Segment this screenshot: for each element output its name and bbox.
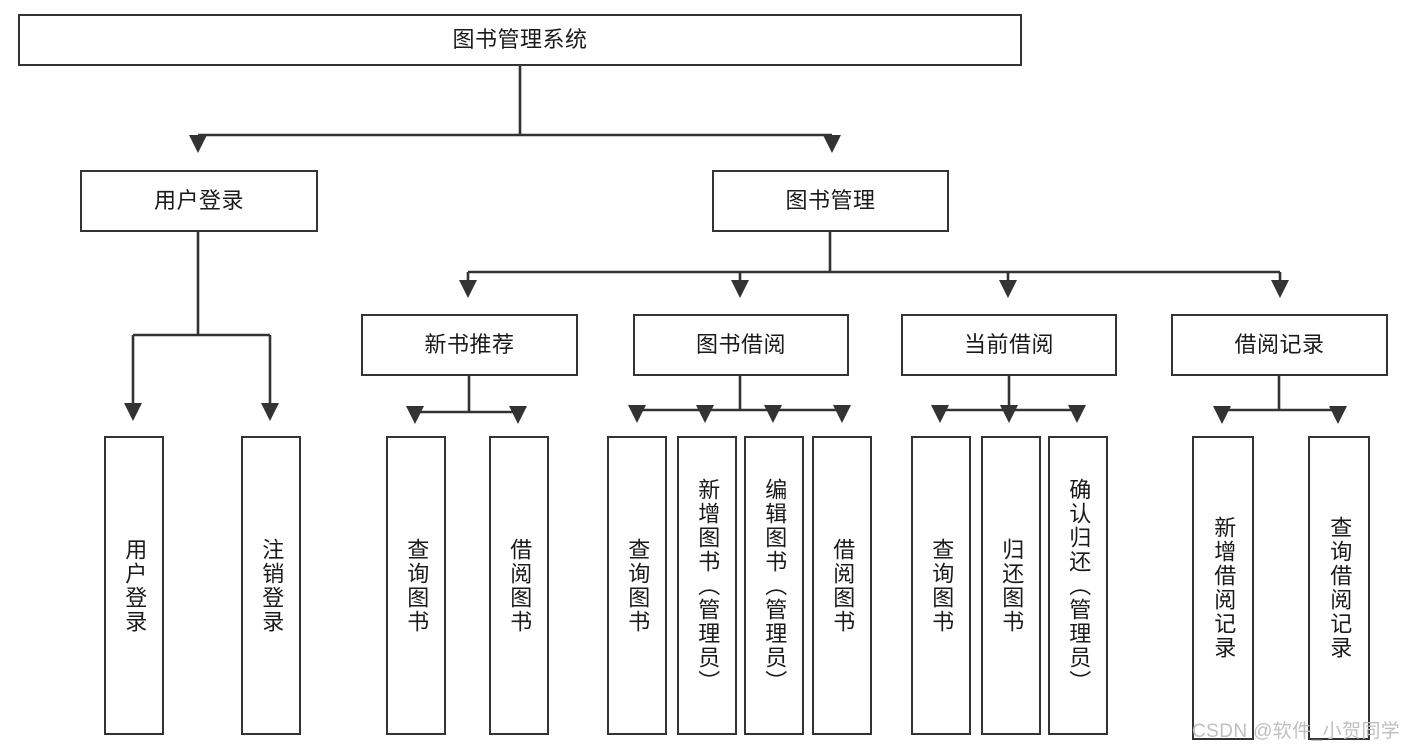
leaf-record-query-record-label: 查询借阅记录 <box>1327 516 1353 660</box>
leaf-borrow-edit-book-label: 编辑图书（管理员） <box>762 477 788 694</box>
leaf-user-login-logout-label: 注销登录 <box>259 537 285 634</box>
node-book-borrow-label: 图书借阅 <box>695 331 786 357</box>
leaf-record-add-record[interactable]: 新增借阅记录 <box>1192 436 1254 740</box>
leaf-recommend-borrow-book[interactable]: 借阅图书 <box>489 436 549 735</box>
leaf-record-query-record[interactable]: 查询借阅记录 <box>1308 436 1370 740</box>
node-book-management-label: 图书管理 <box>785 187 876 213</box>
leaf-user-login-login-label: 用户登录 <box>122 537 148 634</box>
leaf-borrow-query-book[interactable]: 查询图书 <box>607 436 667 735</box>
leaf-current-confirm-return[interactable]: 确认归还（管理员） <box>1048 436 1108 735</box>
node-user-login[interactable]: 用户登录 <box>80 170 318 232</box>
leaf-current-query-book-label: 查询图书 <box>929 537 955 634</box>
node-current-borrow-label: 当前借阅 <box>963 331 1054 357</box>
leaf-borrow-edit-book[interactable]: 编辑图书（管理员） <box>744 436 804 735</box>
node-current-borrow[interactable]: 当前借阅 <box>901 314 1117 376</box>
leaf-borrow-query-book-label: 查询图书 <box>625 537 651 634</box>
leaf-current-return-book[interactable]: 归还图书 <box>981 436 1041 735</box>
leaf-borrow-add-book[interactable]: 新增图书（管理员） <box>677 436 737 735</box>
node-user-login-label: 用户登录 <box>153 187 244 213</box>
node-new-book-recommend-label: 新书推荐 <box>424 331 515 357</box>
leaf-current-query-book[interactable]: 查询图书 <box>911 436 971 735</box>
leaf-record-add-record-label: 新增借阅记录 <box>1211 516 1237 660</box>
node-new-book-recommend[interactable]: 新书推荐 <box>361 314 578 376</box>
csdn-watermark: CSDN @软件_小贺同学 <box>1192 721 1401 742</box>
leaf-borrow-borrow-book[interactable]: 借阅图书 <box>812 436 872 735</box>
node-root-label: 图书管理系统 <box>452 26 588 52</box>
leaf-user-login-logout[interactable]: 注销登录 <box>241 436 301 735</box>
leaf-recommend-query-book[interactable]: 查询图书 <box>386 436 446 735</box>
node-book-borrow[interactable]: 图书借阅 <box>633 314 849 376</box>
leaf-borrow-borrow-book-label: 借阅图书 <box>830 537 856 634</box>
node-book-management[interactable]: 图书管理 <box>712 170 949 232</box>
leaf-user-login-login[interactable]: 用户登录 <box>104 436 164 735</box>
node-borrow-record[interactable]: 借阅记录 <box>1171 314 1388 376</box>
leaf-recommend-borrow-book-label: 借阅图书 <box>507 537 533 634</box>
leaf-borrow-add-book-label: 新增图书（管理员） <box>695 477 721 694</box>
node-root[interactable]: 图书管理系统 <box>18 14 1022 66</box>
leaf-recommend-query-book-label: 查询图书 <box>404 537 430 634</box>
node-borrow-record-label: 借阅记录 <box>1234 331 1325 357</box>
leaf-current-confirm-return-label: 确认归还（管理员） <box>1066 477 1092 694</box>
leaf-current-return-book-label: 归还图书 <box>999 537 1025 634</box>
